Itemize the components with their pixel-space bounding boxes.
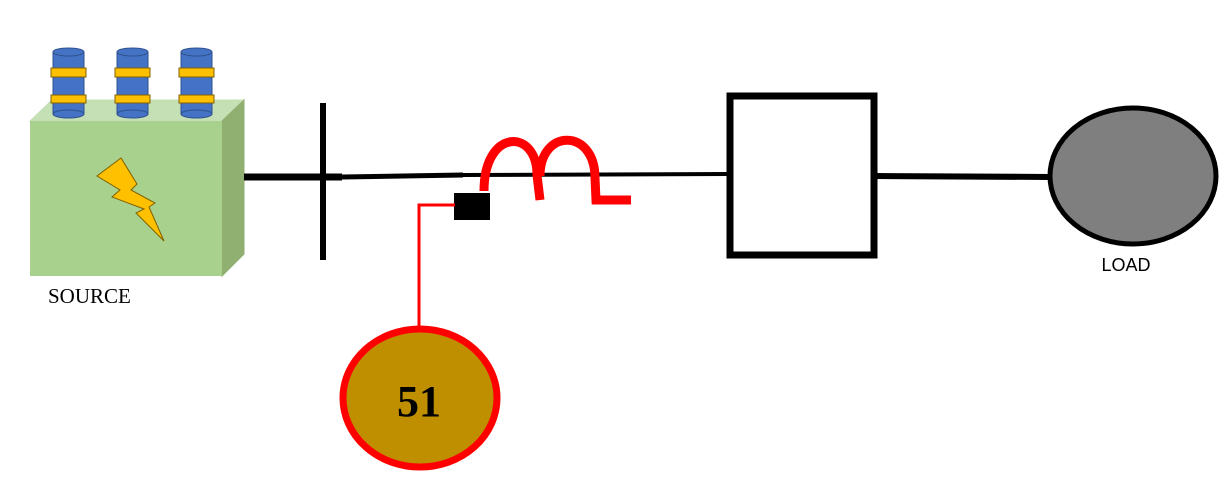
circuit-breaker-icon (726, 92, 878, 259)
overcurrent-relay-icon (339, 325, 501, 471)
source-side-face (221, 98, 245, 278)
source-transformer-icon (28, 47, 246, 278)
ct-terminal (454, 193, 490, 220)
feeder-line-load (873, 173, 1051, 180)
source-label: SOURCE (48, 284, 131, 308)
bushing-icon (114, 47, 151, 119)
feeder-line-bus (341, 172, 464, 180)
relay-label: 51 (397, 377, 441, 426)
current-transformer-icon (479, 135, 631, 205)
load-icon (1047, 105, 1219, 247)
relay-wire (417, 203, 455, 328)
lightning-bolt-icon (96, 157, 165, 242)
bushing-icon (50, 47, 87, 119)
load-label: LOAD (1101, 255, 1150, 275)
bushing-icon (178, 47, 215, 119)
